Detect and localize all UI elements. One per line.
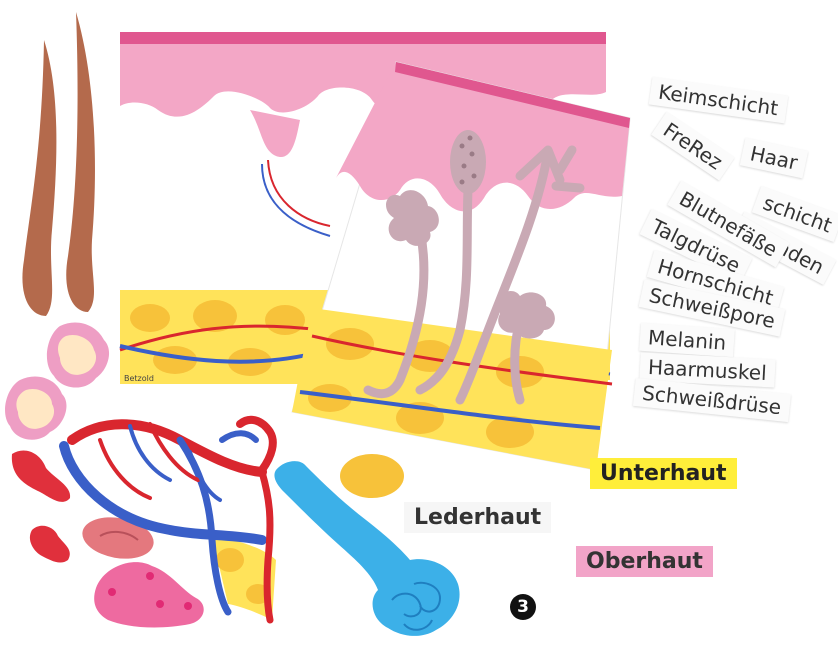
- blood-cell-pieces[interactable]: [12, 450, 70, 562]
- brand-label: Betzold: [124, 374, 154, 383]
- hair-piece[interactable]: [22, 12, 95, 316]
- tag-lederhaut[interactable]: Lederhaut: [404, 502, 551, 533]
- sebaceous-gland-piece[interactable]: [94, 562, 204, 627]
- fat-cell-piece[interactable]: [5, 322, 109, 439]
- tag-oberhaut[interactable]: Oberhaut: [576, 546, 713, 577]
- tag-unterhaut[interactable]: Unterhaut: [590, 458, 737, 489]
- fat-droplet-piece[interactable]: [340, 454, 404, 498]
- figure-number-badge: 3: [510, 594, 536, 620]
